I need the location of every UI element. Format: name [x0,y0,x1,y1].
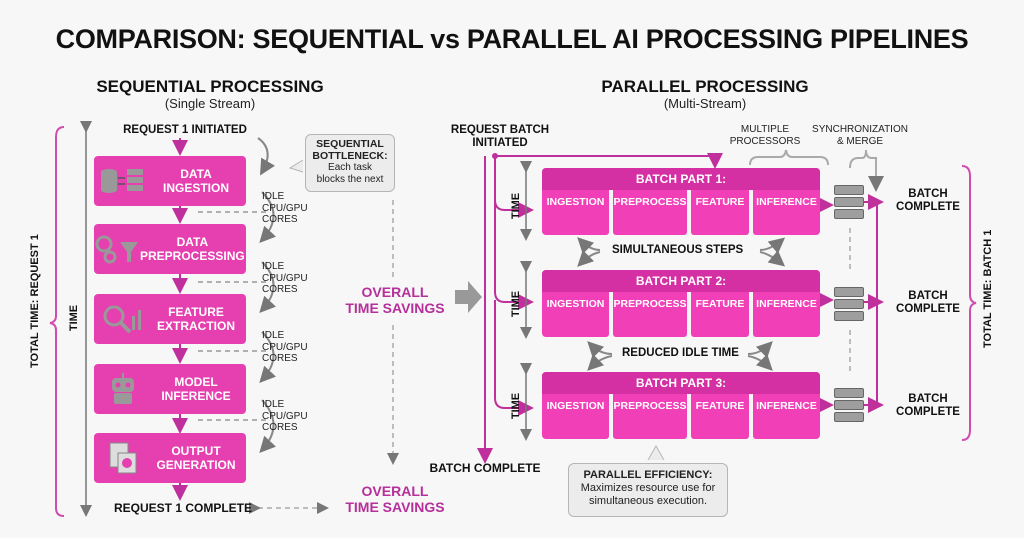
reduced-idle-label: REDUCED IDLE TIME [618,347,743,359]
batch-cell: INFERENCE [753,190,820,235]
database-server-icon [94,161,152,201]
bottleneck-callout: SEQUENTIAL BOTTLENECK: Each task blocks … [305,134,395,192]
batch-cell: INFERENCE [753,394,820,439]
batch-title: BATCH PART 3: [542,372,820,394]
batch-cell: PREPROCESS [613,292,687,337]
batch-cell: INGESTION [542,292,609,337]
sync-merge-label: SYNCHRONIZATION& MERGE [812,124,908,147]
batch-cell: INGESTION [542,394,609,439]
batch-part-1: BATCH PART 1: INGESTION PREPROCESS FEATU… [542,168,820,235]
time-axis-label: TIME [510,392,522,420]
request-complete-label: REQUEST 1 COMPLETE [113,501,253,515]
time-axis-label: TIME [510,192,522,220]
document-chart-icon [94,438,152,478]
page-title: COMPARISON: SEQUENTIAL vs PARALLEL AI PR… [55,24,969,54]
batch-cell: INFERENCE [753,292,820,337]
batch-cell: PREPROCESS [613,394,687,439]
total-time-brace-left [49,126,65,517]
server-icon [834,287,864,323]
total-time-request-label: TOTAL TIME: REQUEST 1 [29,234,41,368]
server-icon [834,388,864,424]
batch-part-3: BATCH PART 3: INGESTION PREPROCESS FEATU… [542,372,820,439]
batch-cell: FEATURE [691,292,749,337]
time-axis-label: TIME [510,290,522,318]
request-initiated-label: REQUEST 1 INITIATED [123,124,247,136]
batch-title: BATCH PART 1: [542,168,820,190]
sequential-subtitle: (Single Stream) [164,96,256,111]
batch-cell: INGESTION [542,190,609,235]
sequential-title: SEQUENTIAL PROCESSING [96,77,324,96]
magnifier-chart-icon [94,299,152,339]
server-icon [834,185,864,221]
total-time-batch-label: TOTAL TIME: BATCH 1 [982,229,994,348]
parallel-efficiency-callout: PARALLEL EFFICIENCY: Maximizes resource … [568,463,728,517]
big-arrow-icon [455,281,482,313]
robot-icon [94,369,152,409]
parallel-subtitle: (Multi-Stream) [663,96,747,111]
batch-complete-final-label: BATCH COMPLETE [429,461,541,475]
batch-part-2: BATCH PART 2: INGESTION PREPROCESS FEATU… [542,270,820,337]
total-time-brace-right [961,165,977,441]
batch-cell: FEATURE [691,394,749,439]
parallel-title: PARALLEL PROCESSING [601,77,809,96]
batch-cell: FEATURE [691,190,749,235]
batch-title: BATCH PART 2: [542,270,820,292]
time-axis-label: TIME [68,304,80,332]
batch-cell: PREPROCESS [613,190,687,235]
simultaneous-steps-label: SIMULTANEOUS STEPS [608,244,748,256]
gears-funnel-icon [94,229,140,269]
